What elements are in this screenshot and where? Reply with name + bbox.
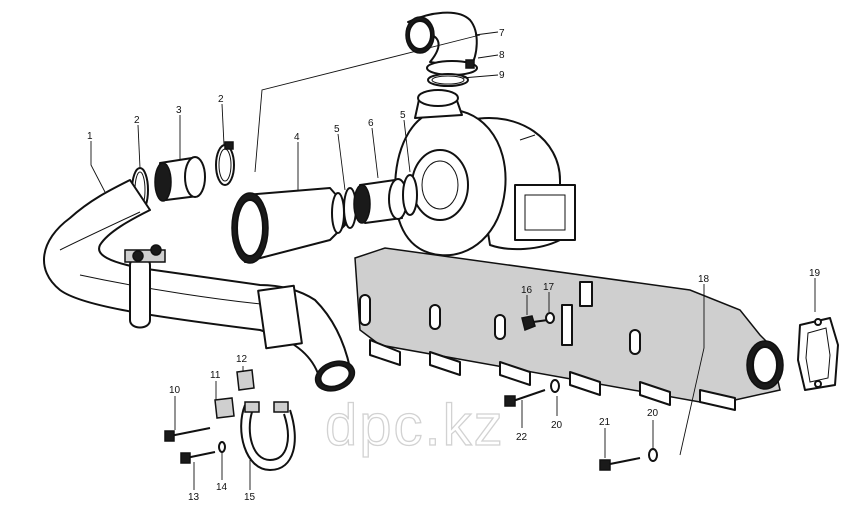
nut-12 (236, 369, 255, 391)
washer-20b (648, 448, 658, 462)
turbocharger (394, 89, 576, 257)
callout-5: 5 (334, 124, 340, 135)
callout-17: 17 (543, 282, 555, 293)
callout-20: 20 (647, 408, 659, 419)
hose-6 (353, 178, 408, 224)
callout-22: 22 (516, 432, 528, 443)
callout-9: 9 (499, 70, 505, 81)
callout-13: 13 (188, 492, 200, 503)
clamp-15 (240, 401, 296, 471)
bolt-13 (180, 451, 216, 464)
leader-lines (90, 31, 816, 490)
nut-11 (214, 397, 235, 419)
washer-17 (545, 312, 555, 324)
exhaust-manifold (354, 247, 784, 411)
cone-adapter-4 (231, 187, 346, 264)
callout-12: 12 (236, 354, 248, 365)
callout-10: 10 (169, 385, 181, 396)
callout-19: 19 (809, 268, 821, 279)
intake-pipe-1 (43, 179, 356, 392)
hose-clamp-5b (402, 174, 418, 216)
gasket-19 (797, 317, 839, 391)
callout-1: 1 (87, 131, 93, 142)
washer-14 (218, 441, 226, 453)
pipe-clamp-assembly (124, 244, 166, 329)
bolt-10 (164, 427, 211, 442)
callout-20: 20 (551, 420, 563, 431)
hose-3 (154, 156, 206, 202)
callout-4: 4 (294, 132, 300, 143)
washer-20a (550, 379, 560, 393)
bolt-22 (504, 389, 546, 407)
callout-labels: 1 2 2 3 4 5 5 6 7 8 9 10 11 12 13 14 15 … (87, 28, 821, 503)
clamp-8 (426, 59, 478, 76)
oring-9 (427, 73, 469, 87)
callout-11: 11 (210, 370, 221, 381)
callout-8: 8 (499, 50, 505, 61)
callout-15: 15 (244, 492, 256, 503)
callout-14: 14 (216, 482, 228, 493)
elbow-pipe (405, 11, 478, 69)
callout-21: 21 (599, 417, 611, 428)
callout-6: 6 (368, 118, 374, 129)
callout-16: 16 (521, 285, 533, 296)
callout-5: 5 (400, 110, 406, 121)
callout-2: 2 (134, 115, 140, 126)
callout-18: 18 (698, 274, 710, 285)
callout-7: 7 (499, 28, 505, 39)
hose-clamp-2b (215, 141, 235, 186)
watermark: dpc.kz (325, 393, 505, 458)
callout-2: 2 (218, 94, 224, 105)
bolt-21 (599, 457, 641, 471)
callout-3: 3 (176, 105, 182, 116)
